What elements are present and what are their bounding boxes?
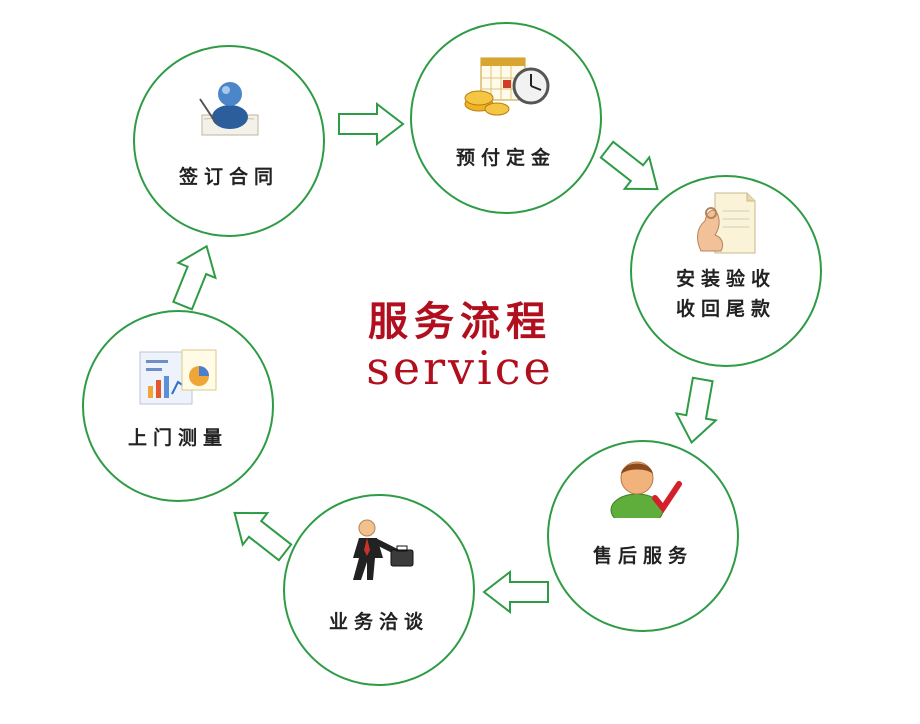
step-onsite-measurement: 上门测量: [82, 310, 274, 502]
arrow-measurement-to-contract: [172, 244, 217, 311]
step-label: 业务洽谈: [328, 611, 429, 633]
step-label: 上门测量: [127, 427, 228, 449]
step-label: 安装验收: [675, 268, 776, 290]
businessman-briefcase-icon: [353, 519, 414, 580]
step-label: 签订合同: [178, 166, 279, 188]
step-sign-contract: 签订合同: [133, 45, 325, 237]
step-label: 预付定金: [455, 147, 556, 169]
arrow-deposit-to-install: [599, 140, 659, 191]
arrow-install-to-aftersales: [674, 376, 719, 445]
step-label-line2: 收回尾款: [675, 298, 776, 320]
contract-signing-icon: [199, 82, 259, 136]
user-check-icon: [610, 461, 682, 518]
arrow-negotiation-to-measurement: [233, 511, 293, 562]
step-install-acceptance: 安装验收 收回尾款: [630, 175, 822, 367]
step-business-negotiation: 业务洽谈: [283, 494, 475, 686]
diagram-title: 服务流程 service: [340, 298, 580, 394]
ok-hand-document-icon: [697, 192, 756, 254]
arrow-contract-to-deposit: [338, 102, 405, 146]
arrow-aftersales-to-negotiation: [482, 570, 549, 614]
step-label: 售后服务: [592, 545, 693, 567]
title-chinese: 服务流程: [368, 298, 552, 345]
deposit-calendar-clock-icon: [464, 57, 550, 116]
step-prepay-deposit: 预付定金: [410, 22, 602, 214]
measurement-report-icon: [139, 349, 217, 405]
title-english: service: [366, 341, 554, 395]
step-after-sales-service: 售后服务: [547, 440, 739, 632]
